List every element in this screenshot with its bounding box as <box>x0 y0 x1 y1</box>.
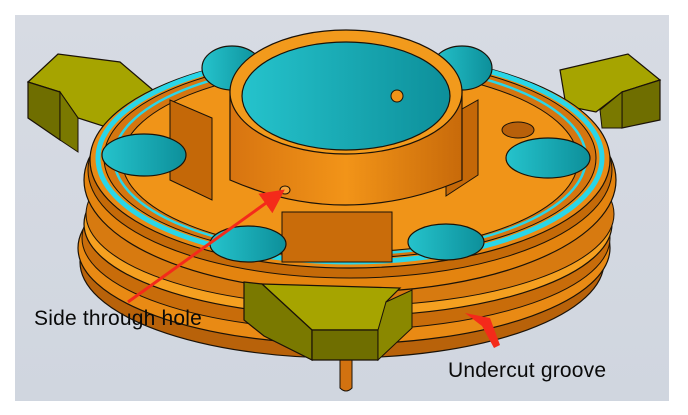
side-through-hole-marker <box>279 185 291 195</box>
side-hole-arrow <box>127 189 285 304</box>
right-mounting-lug <box>559 53 662 129</box>
undercut-groove-label: Undercut groove <box>448 359 607 382</box>
central-cup <box>229 29 463 206</box>
bottom-mounting-lug <box>243 281 413 362</box>
side-through-hole-label: Side through hole <box>34 307 203 330</box>
cup-bore <box>241 41 451 151</box>
undercut-arrow <box>465 313 500 348</box>
